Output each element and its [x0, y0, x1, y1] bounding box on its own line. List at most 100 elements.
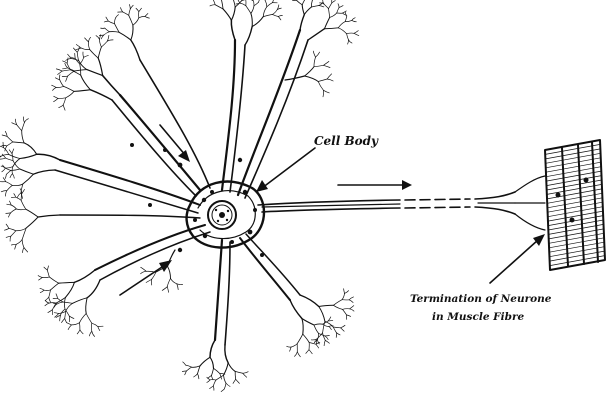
- nucleus: [208, 201, 236, 229]
- dendrite-branch: [6, 213, 11, 214]
- dendrite-branches: [0, 0, 359, 392]
- muscle-fibre: [545, 140, 605, 270]
- dendrite-branch: [14, 194, 16, 198]
- dendrite-branch: [77, 330, 80, 334]
- dendrite-branch: [330, 13, 337, 17]
- dendrite-branch: [5, 174, 6, 178]
- dendrite-branch: [354, 31, 358, 34]
- dendrite-branch: [110, 32, 120, 33]
- dendrite-branch: [334, 305, 343, 309]
- dendrite-branch: [139, 16, 145, 17]
- dendrite-branch: [302, 319, 303, 335]
- dendrite-branch: [226, 383, 230, 386]
- dendrite-branch: [80, 57, 84, 64]
- dendrite-branch: [38, 215, 60, 217]
- dendrite-branch: [83, 52, 84, 57]
- dendrite-branch: [80, 314, 87, 323]
- dendrite-branch: [90, 90, 112, 100]
- dendrite-branch: [98, 47, 101, 58]
- dendrite-branch: [92, 323, 98, 326]
- dendrite-branch: [215, 5, 223, 9]
- dendrite-branch: [297, 352, 300, 357]
- dendrite-branch: [316, 52, 320, 57]
- dendrite-branch: [80, 330, 83, 334]
- cell-body-pointer-arrow: [256, 148, 315, 192]
- dendrite-branch: [306, 350, 309, 354]
- dendrite-branch: [347, 34, 349, 40]
- dendrite-branch: [119, 32, 131, 40]
- dendrite-branch: [216, 375, 224, 380]
- dendrite-branch: [11, 231, 16, 236]
- dendrite-branch: [177, 284, 178, 290]
- dendrite-branch: [240, 3, 246, 6]
- dendrite-branch: [104, 21, 108, 22]
- dendrite-branch: [233, 379, 236, 383]
- dendrite-branch: [7, 142, 13, 146]
- dendrite-branch: [236, 379, 240, 383]
- dendrite-branch: [96, 36, 100, 40]
- dendrite-branch: [74, 270, 95, 282]
- dendrite-branch: [2, 135, 7, 136]
- dendrite-branch: [130, 5, 133, 9]
- dendrite-branch: [186, 365, 192, 367]
- dendrite-branch: [40, 290, 44, 292]
- dendrite-branch: [67, 58, 68, 63]
- label-termination-line2: in Muscle Fibre: [432, 311, 524, 323]
- dendrite-branch: [145, 14, 148, 17]
- dendrite-branch: [108, 21, 114, 24]
- dendrite-branch: [302, 319, 314, 326]
- dendrite-branch: [214, 368, 220, 373]
- dendrite-branch: [305, 67, 314, 76]
- dendrite-branch: [329, 327, 332, 330]
- dendrite-branch: [314, 324, 323, 325]
- dendrite-branch: [314, 57, 316, 67]
- dendrite-branch: [329, 3, 332, 9]
- dendrite-branch: [90, 50, 99, 59]
- dendrite-branch: [246, 6, 251, 14]
- dendrite-branch: [253, 0, 254, 6]
- dendrite-branch: [54, 98, 58, 101]
- dendrite-branch: [63, 105, 65, 110]
- dendrite-branch: [278, 17, 281, 20]
- dendrite-branch: [62, 76, 67, 77]
- label-termination-line1: Termination of Neurone: [410, 293, 552, 305]
- dendrite-branch: [6, 191, 7, 196]
- dendrite-branch: [251, 6, 254, 14]
- dendrite-branch: [248, 0, 253, 1]
- dendrite-branch: [81, 75, 91, 90]
- dendrite-branch: [60, 80, 64, 87]
- muscle-striation-line: [550, 260, 605, 270]
- dendrite-branch: [145, 16, 149, 18]
- dendrite-branch: [324, 61, 329, 65]
- dendrite-branch: [116, 15, 119, 18]
- dendrite-branch: [349, 40, 353, 43]
- dendrite-branch: [12, 184, 22, 186]
- dendrite-branch: [338, 4, 339, 8]
- dendrite-branch: [208, 375, 212, 378]
- dendrite-branch: [6, 158, 13, 161]
- dendrite-branch: [40, 288, 44, 290]
- dendrite-branch: [11, 209, 17, 213]
- dendrite-branch: [47, 266, 48, 270]
- dendrite-branch: [352, 20, 357, 21]
- dendrite-branch: [337, 8, 339, 14]
- dendrite-branch: [12, 154, 13, 161]
- muscle-striation-line: [549, 238, 604, 248]
- dendrite-branch: [7, 185, 13, 190]
- dendrite-branch: [297, 334, 303, 344]
- dendrite-branch: [66, 58, 71, 60]
- dendrite-branch: [105, 28, 110, 32]
- dendrite-branch: [89, 331, 92, 336]
- dendrite-branch: [291, 344, 297, 347]
- dendrite-branch: [302, 0, 305, 5]
- dendrite-branch: [66, 303, 73, 311]
- dendrite-branch: [303, 334, 309, 342]
- dendrite-branch: [55, 78, 59, 80]
- dendrite-branch: [63, 68, 68, 69]
- dendrite-branch: [327, 79, 333, 81]
- dendrite-branch: [68, 325, 71, 330]
- dendrite-branch: [65, 282, 74, 297]
- dendrite-branch: [327, 74, 331, 79]
- dendrite-branch: [313, 51, 315, 57]
- dendrite-branch: [1, 155, 9, 157]
